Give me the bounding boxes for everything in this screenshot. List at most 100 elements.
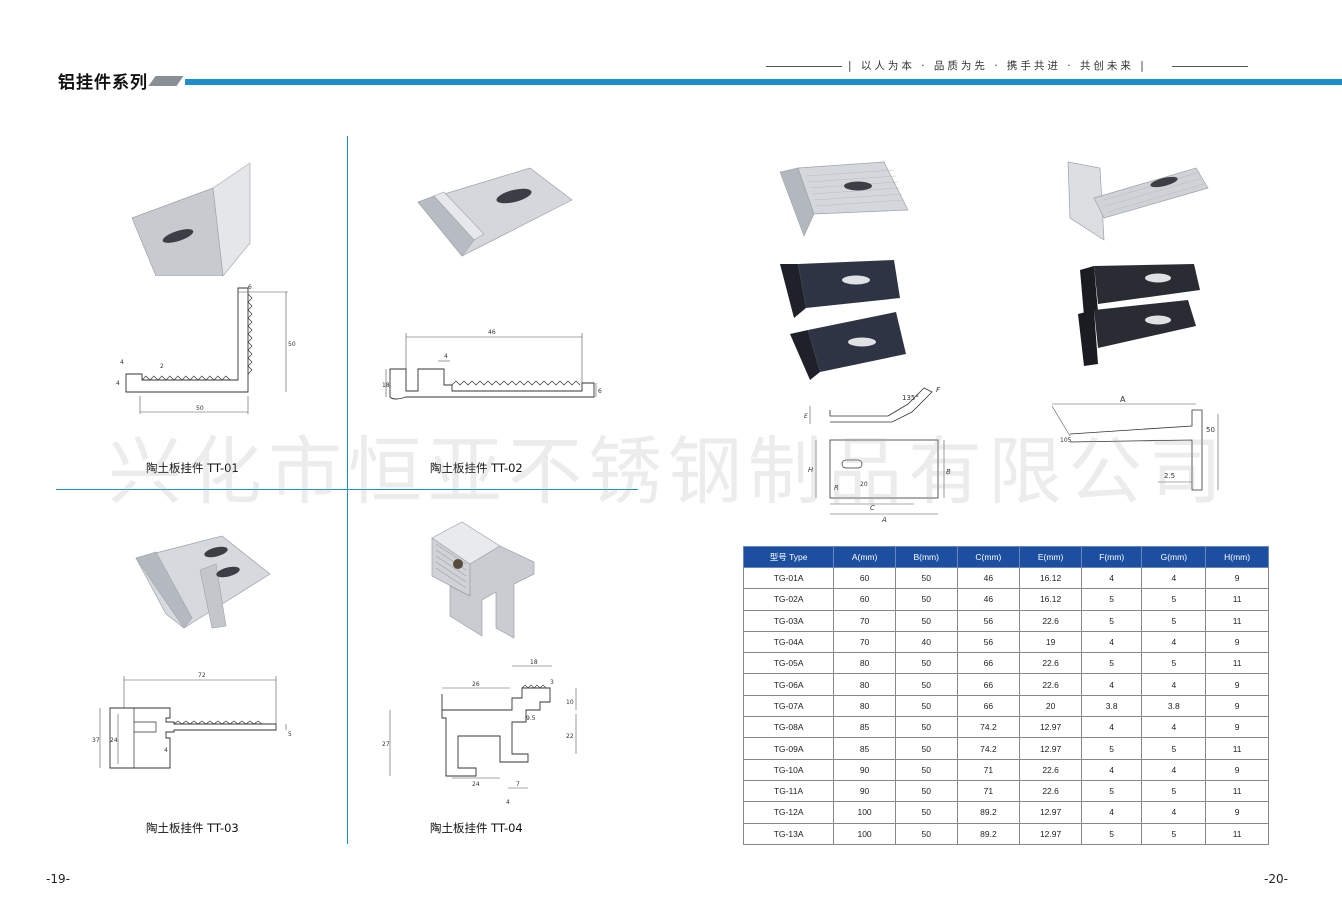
spec-table: 型号 Type A(mm) B(mm) C(mm) E(mm) F(mm) G(… [742,546,1269,845]
table-cell: TG-04A [742,630,835,654]
table-cell: 9 [1205,673,1269,696]
motto-rule-left [766,66,842,67]
col-header-a: A(mm) [833,546,896,568]
table-cell: 60 [833,588,896,611]
tt03-dim-len: 72 [198,672,206,679]
col-header-c: C(mm) [956,546,1021,568]
col-header-h: H(mm) [1205,546,1269,568]
table-cell: 3.8 [1080,694,1143,718]
table-cell: 90 [833,758,896,781]
tg-right-dim-25: 2.5 [1164,472,1175,480]
motto-rule-right [1172,66,1248,67]
tg-left-dim-e: E [804,413,808,420]
table-cell: 19 [1019,630,1082,654]
spec-table-header-row: 型号 Type A(mm) B(mm) C(mm) E(mm) F(mm) G(… [742,546,1269,568]
tt04-dim-w3: 9.5 [526,715,536,722]
table-cell: 16.12 [1019,566,1082,590]
tt01-product-image [131,162,251,276]
tt03-dim-h1: 37 [92,737,100,744]
table-cell: 4 [1080,566,1143,590]
table-cell: 3.8 [1141,694,1207,718]
tt02-drawing: 46 4 18 6 [382,329,602,400]
table-cell: 5 [1141,609,1207,632]
table-cell: 5 [1080,652,1143,675]
tt01-drawing: 6 50 50 2 4 4 [116,284,296,414]
table-cell: 9 [1205,694,1269,718]
table-cell: 71 [956,758,1021,781]
table-cell: 50 [894,673,958,696]
table-cell: 66 [956,652,1021,675]
tg-left-dim-b: B [946,468,951,476]
tg-left-silver-image [779,161,909,237]
table-cell: 71 [956,779,1021,803]
table-cell: 11 [1205,779,1269,803]
tg-left-black-image-2 [790,312,906,380]
tt02-dim-len: 46 [488,329,496,336]
table-cell: 5 [1141,779,1207,803]
table-cell: 4 [1080,673,1143,696]
tt03-product-image [135,535,271,629]
table-cell: 80 [833,694,896,718]
section-title: 铝挂件系列 [58,73,148,93]
table-cell: TG-06A [742,673,835,696]
table-cell: 11 [1205,588,1269,611]
tt04-dim-w1: 26 [472,681,480,688]
table-cell: 89.2 [956,822,1021,845]
tt01-dim-tooth: 2 [160,363,164,370]
tt04-dim-h1: 10 [566,699,574,706]
tt01-dim-base: 50 [196,405,204,412]
table-cell: TG-03A [742,609,835,632]
table-cell: 4 [1080,716,1143,739]
table-cell: 100 [833,822,896,845]
table-cell: 4 [1141,758,1207,781]
table-cell: 66 [956,694,1021,718]
tt03-caption: 陶土板挂件 TT-03 [146,821,239,835]
table-cell: 11 [1205,652,1269,675]
tg-right-black-image-2 [1078,300,1196,366]
tg-right-black-image-1 [1080,264,1200,316]
table-cell: 22.6 [1019,673,1082,696]
table-cell: 4 [1141,673,1207,696]
table-cell: 5 [1141,588,1207,611]
col-header-e: E(mm) [1019,546,1082,568]
table-cell: 11 [1205,609,1269,632]
tg-left-drawing: A H C B R E 20 135° F [804,386,951,524]
tt01-dim-left: 4 [120,359,124,366]
tt01-caption: 陶土板挂件 TT-01 [146,461,239,475]
table-cell: 70 [833,630,896,654]
table-cell: 50 [894,737,958,760]
tt04-dim-top: 18 [530,659,538,666]
table-cell: 56 [956,609,1021,632]
header-band-blue [185,79,1342,85]
tt04-dim-w2: 3 [550,679,554,686]
table-cell: 12.97 [1019,801,1082,824]
table-cell: 9 [1205,716,1269,739]
table-cell: 9 [1205,630,1269,654]
table-cell: 56 [956,630,1021,654]
table-cell: 12.97 [1019,716,1082,739]
tt03-dim-h2: 24 [110,737,118,744]
table-cell: 4 [1080,630,1143,654]
table-cell: 50 [894,779,958,803]
table-cell: 50 [894,758,958,781]
tg-left-dim-20: 20 [860,481,868,488]
tg-left-dim-h: H [808,466,814,474]
table-cell: 50 [894,822,958,845]
tg-right-dim-f: F [936,386,941,394]
table-cell: 50 [894,694,958,718]
tt04-product-image [431,521,535,639]
table-cell: 22.6 [1019,652,1082,675]
table-cell: 100 [833,801,896,824]
page-number-left: -19- [46,872,70,886]
table-cell: 60 [833,566,896,590]
table-cell: TG-11A [742,779,835,803]
tg-right-dim-a: A [1120,396,1126,404]
table-cell: TG-02A [742,588,835,611]
table-cell: TG-10A [742,758,835,781]
table-cell: 5 [1080,737,1143,760]
